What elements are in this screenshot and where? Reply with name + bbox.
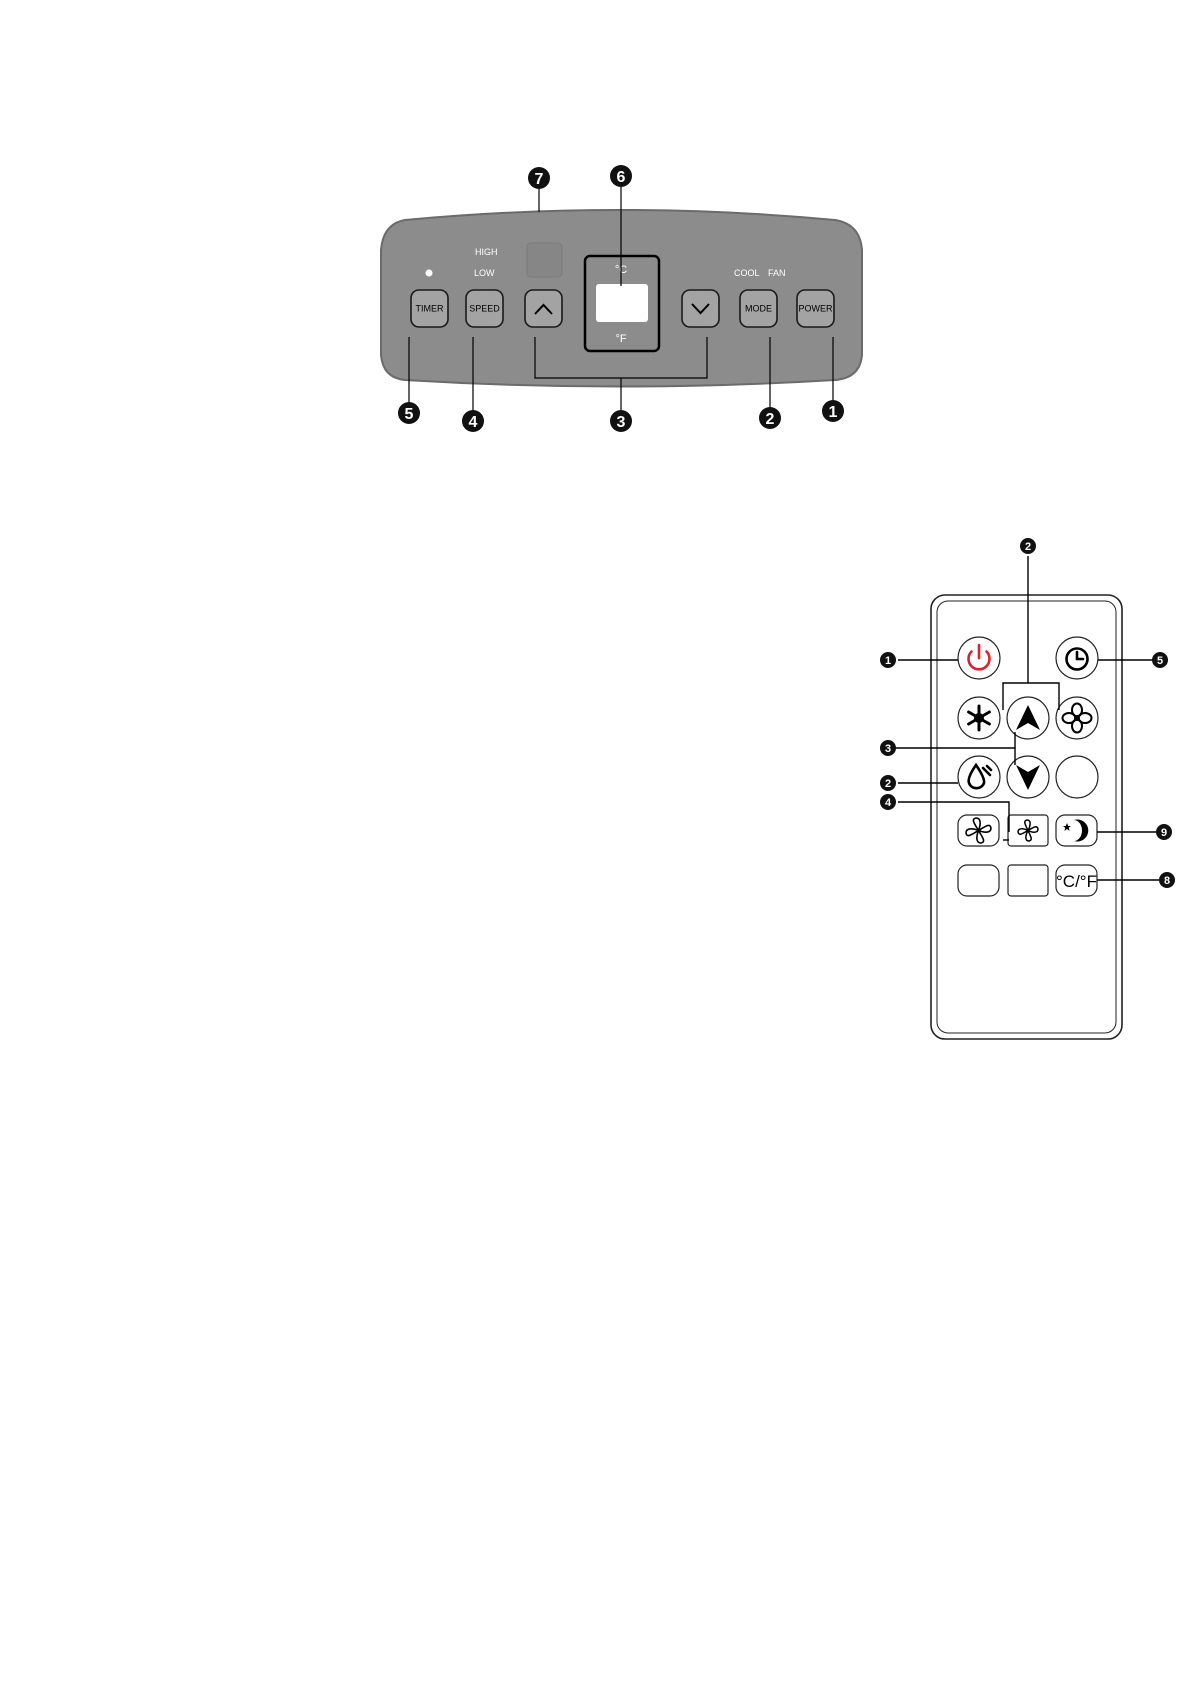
mode-button-label: MODE <box>745 304 772 314</box>
panel-callout-4: 4 <box>462 410 484 432</box>
panel-callout-7: 7 <box>528 167 550 189</box>
receiver-window <box>527 243 562 277</box>
svg-text:8: 8 <box>1164 875 1170 887</box>
svg-text:2: 2 <box>1025 541 1031 553</box>
remote-timer-button[interactable] <box>1056 637 1098 679</box>
up-button[interactable] <box>525 290 562 327</box>
remote-callout-2: 2 <box>880 775 896 791</box>
remote-callout-5: 5 <box>1152 652 1168 668</box>
svg-text:2: 2 <box>766 411 775 428</box>
remote-fan-low-button[interactable] <box>1008 815 1048 846</box>
high-label: HIGH <box>475 247 498 257</box>
control-panel: HIGH LOW COOL FAN TIMER SPEED °C °F <box>381 165 862 432</box>
display-screen <box>596 284 648 322</box>
remote-cool-button[interactable] <box>958 697 1000 739</box>
svg-text:4: 4 <box>885 797 892 809</box>
timer-button-label: TIMER <box>416 304 444 314</box>
svg-text:6: 6 <box>617 169 626 186</box>
panel-callout-1: 1 <box>822 400 844 422</box>
remote-blank-button-center[interactable] <box>1008 865 1048 896</box>
remote-fan-high-button[interactable] <box>958 815 999 846</box>
remote-temp-unit-button[interactable]: °C/°F <box>1056 865 1097 896</box>
panel-callout-2: 2 <box>759 407 781 429</box>
remote-callout-1: 1 <box>880 652 896 668</box>
remote-callout-4: 4 <box>880 794 896 810</box>
remote-up-button[interactable] <box>1007 697 1049 739</box>
power-button-label: POWER <box>798 304 833 314</box>
power-button[interactable]: POWER <box>797 290 834 327</box>
remote-sleep-button[interactable] <box>1056 815 1097 846</box>
low-label: LOW <box>474 268 495 278</box>
down-button[interactable] <box>682 290 719 327</box>
speed-button-label: SPEED <box>469 304 500 314</box>
remote-fan-button[interactable] <box>1056 697 1098 739</box>
panel-callout-6: 6 <box>610 165 632 187</box>
remote-blank-round-button[interactable] <box>1056 756 1098 798</box>
remote-control: °C/°F 2 1 5 <box>880 538 1175 1039</box>
temp-unit-button-label: °C/°F <box>1056 872 1097 891</box>
remote-power-button[interactable] <box>958 637 1000 679</box>
svg-text:3: 3 <box>617 414 626 431</box>
svg-text:5: 5 <box>405 406 414 423</box>
svg-text:2: 2 <box>885 778 891 790</box>
svg-text:3: 3 <box>885 743 891 755</box>
remote-down-button[interactable] <box>1007 756 1049 798</box>
svg-text:4: 4 <box>469 414 478 431</box>
panel-callout-3: 3 <box>610 410 632 432</box>
remote-blank-button-left[interactable] <box>958 865 999 896</box>
mode-button[interactable]: MODE <box>740 290 777 327</box>
svg-text:5: 5 <box>1157 655 1163 667</box>
svg-text:7: 7 <box>535 171 544 188</box>
remote-dehumidify-button[interactable] <box>958 756 1000 798</box>
remote-callout-9: 9 <box>1156 824 1172 840</box>
remote-callout-2-top: 2 <box>1020 538 1036 554</box>
svg-text:9: 9 <box>1161 827 1167 839</box>
timer-button[interactable]: TIMER <box>411 290 448 327</box>
temperature-display: °C °F <box>585 256 659 351</box>
panel-callout-5: 5 <box>398 402 420 424</box>
speed-button[interactable]: SPEED <box>466 290 503 327</box>
svg-text:1: 1 <box>829 404 838 421</box>
svg-text:1: 1 <box>885 655 891 667</box>
timer-indicator-dot <box>426 270 433 277</box>
remote-callout-3: 3 <box>880 740 896 756</box>
remote-callout-8: 8 <box>1159 872 1175 888</box>
fahrenheit-label: °F <box>615 333 626 345</box>
cool-label: COOL <box>734 268 760 278</box>
fan-label: FAN <box>768 268 786 278</box>
